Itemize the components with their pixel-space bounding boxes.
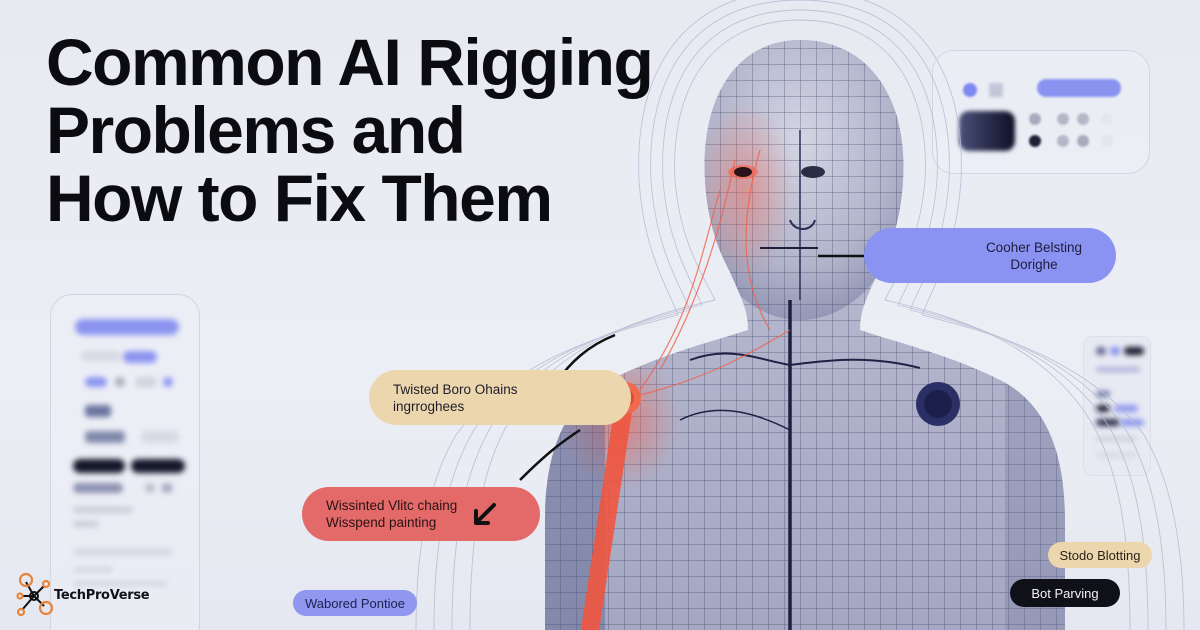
callout-tan-line-1: Twisted Boro Ohains (393, 381, 518, 397)
callout-red-line-2: Wisspend painting (326, 515, 437, 530)
blurred-layers-panel-right (1083, 336, 1151, 476)
callout-tan-line-2: ingrroghees (393, 398, 465, 414)
title-line-1: Common AI Rigging (46, 25, 654, 99)
callout-twisted-bone-chains: Twisted Boro Ohains ingrroghees (369, 370, 631, 425)
blurred-control-panel-top-right (932, 50, 1150, 174)
callout-blue-line-1: Cooher Belsting (985, 239, 1082, 255)
title-line-3: How to Fix Them (46, 161, 553, 235)
callout-blue-issue: Cooher Belsting Dorighe (864, 228, 1116, 283)
network-nodes-icon (16, 572, 54, 617)
chip-purple-label: Wabored Pontioe (293, 590, 417, 616)
brand-logo: TechProVerse (16, 572, 150, 618)
blurred-settings-panel-left (50, 294, 200, 630)
callout-blue-line-2: Dorighe (1010, 256, 1058, 272)
page-title: Common AI Rigging Problems and How to Fi… (46, 25, 654, 235)
brand-name: TechProVerse (54, 587, 150, 603)
callout-weight-painting: Wissinted Vlitc chaing Wisspend painting (302, 487, 540, 541)
arrow-down-left-icon (474, 503, 496, 525)
callout-red-line-1: Wissinted Vlitc chaing (326, 498, 458, 513)
title-line-2: Problems and (46, 93, 466, 167)
chip-black-label: Bot Parving (1010, 579, 1120, 607)
chip-tan-label: Stodo Blotting (1048, 542, 1152, 568)
